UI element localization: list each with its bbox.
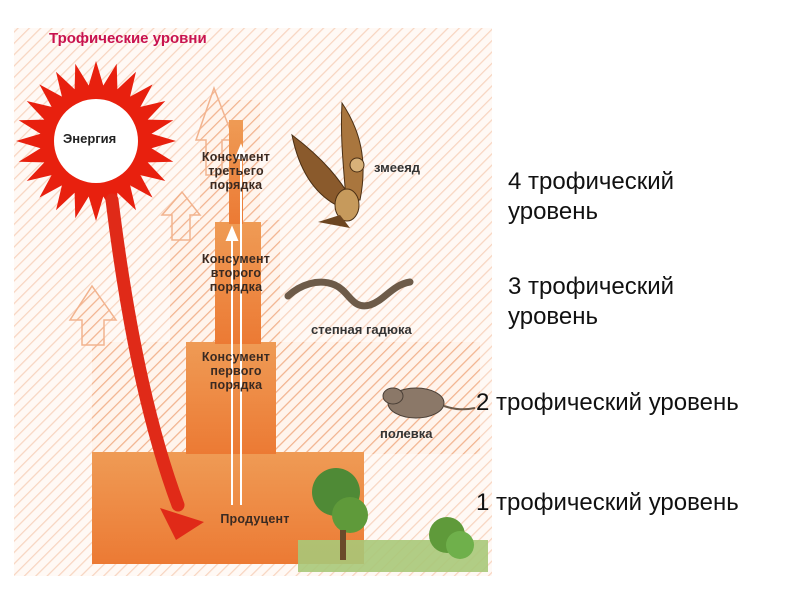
energy-flow-up-arrows [225, 143, 248, 505]
energy-label: Энергия [63, 131, 117, 146]
sun-icon [16, 61, 176, 221]
vole-label: полевка [380, 426, 433, 441]
energy-main-arrowhead [160, 508, 204, 540]
sun-core [54, 99, 138, 183]
trophic-level-1: 1 трофический уровень [476, 489, 739, 516]
plants-icon [298, 468, 488, 572]
trophic-level-2: 2 трофический уровень [476, 389, 739, 416]
energy-main-arrow [105, 193, 185, 512]
page-title: Трофические уровни [49, 30, 207, 47]
vole-icon [382, 387, 476, 419]
energy-loss-arrows [68, 85, 236, 346]
eagle-icon [291, 101, 365, 228]
snake-icon [284, 278, 414, 310]
eagle-label: змееяд [374, 160, 421, 175]
snake-label: степная гадюка [311, 322, 412, 337]
producer-label: Продуцент [220, 512, 290, 526]
